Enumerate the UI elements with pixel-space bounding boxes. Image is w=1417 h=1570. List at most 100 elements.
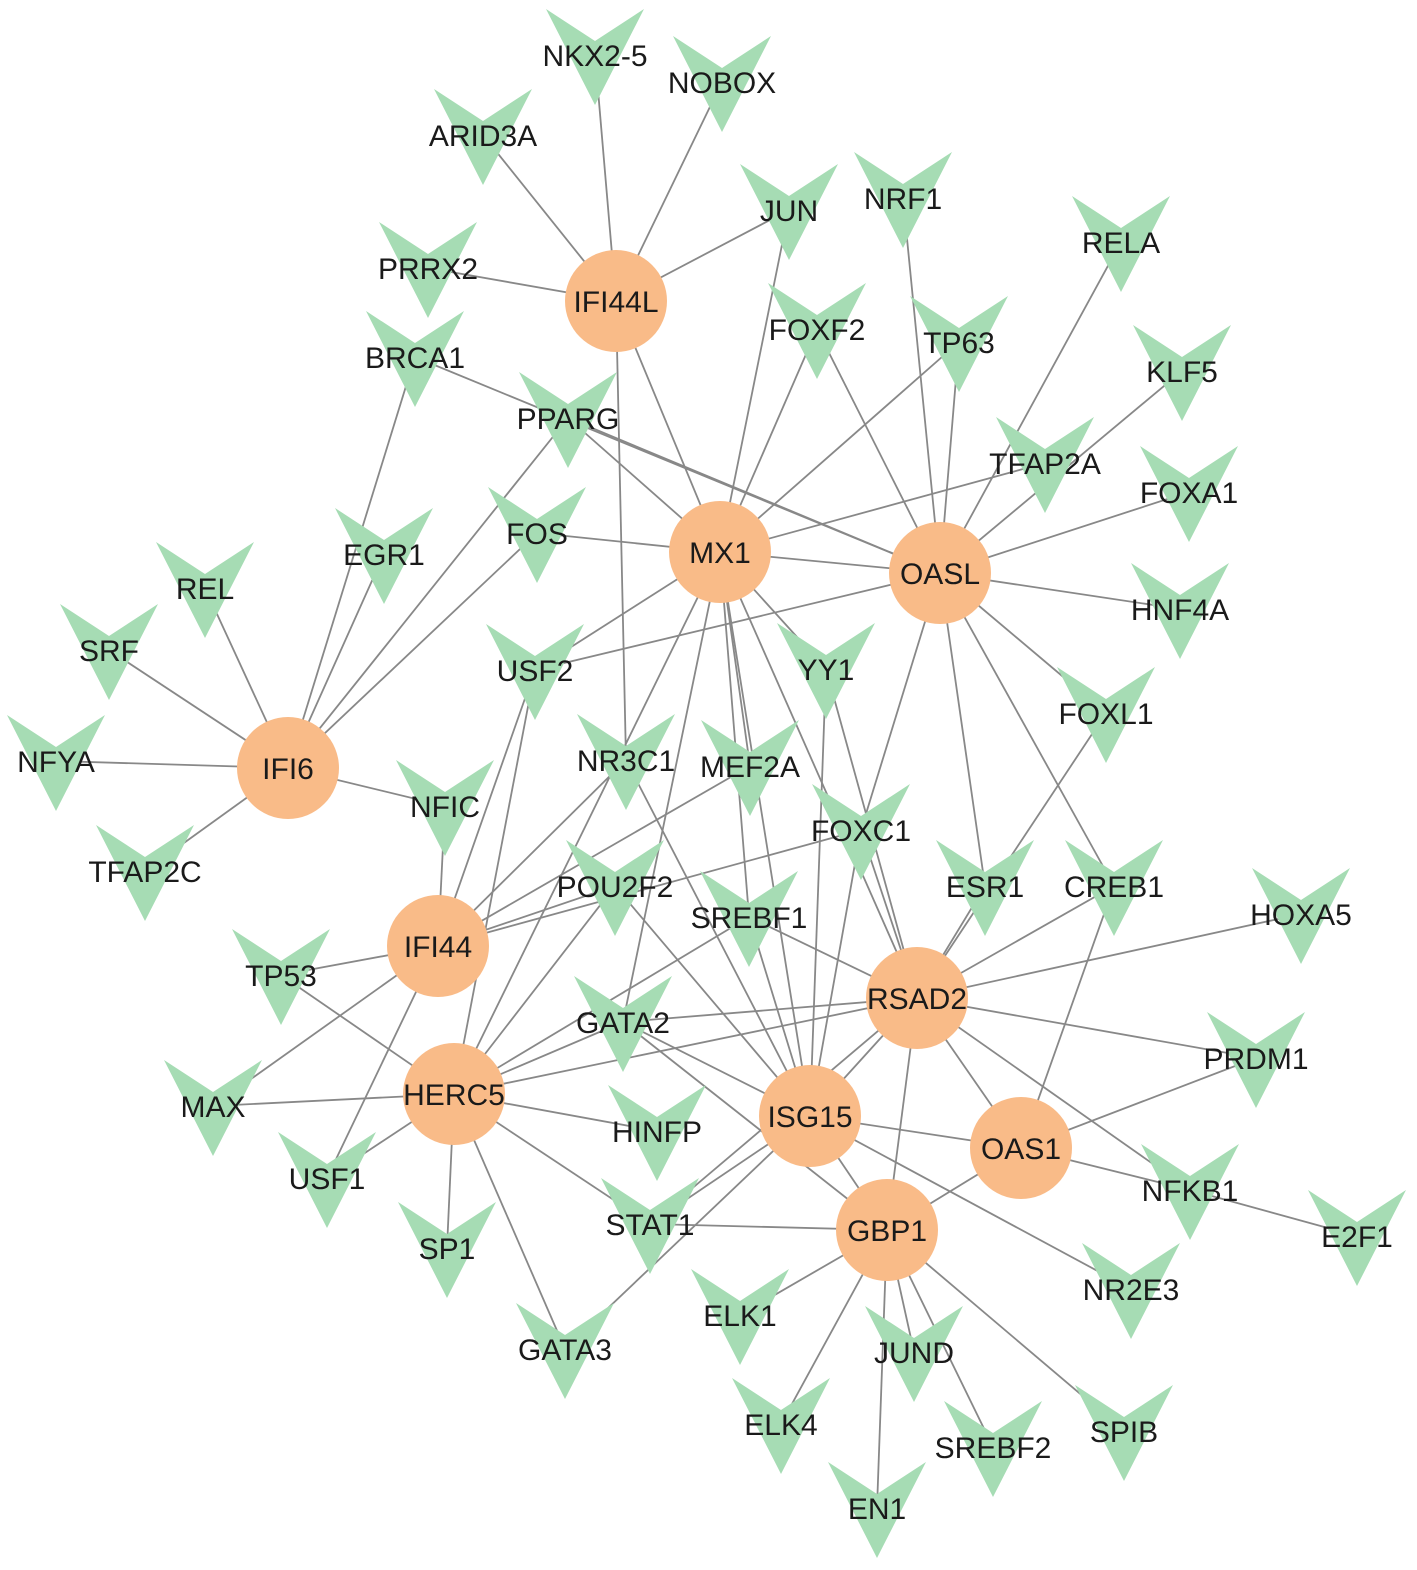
hub-circle-icon <box>237 717 339 819</box>
tf-arrowhead-icon <box>1141 1144 1239 1240</box>
node-label-nfya: NFYA <box>17 746 95 779</box>
tf-node-gata2[interactable]: GATA2 <box>574 976 672 1072</box>
tf-node-prrx2[interactable]: PRRX2 <box>378 222 478 318</box>
hub-node-ifi44[interactable]: IFI44 <box>387 895 489 997</box>
edge-mx1-jun <box>719 209 790 553</box>
tf-node-nfic[interactable]: NFIC <box>396 760 494 856</box>
node-label-nrf1: NRF1 <box>864 183 942 216</box>
tf-node-esr1[interactable]: ESR1 <box>936 840 1034 936</box>
tf-node-prdm1[interactable]: PRDM1 <box>1203 1012 1309 1108</box>
hub-node-gbp1[interactable]: GBP1 <box>836 1179 938 1281</box>
tf-arrowhead-icon <box>7 715 105 811</box>
hub-node-isg15[interactable]: ISG15 <box>759 1065 861 1167</box>
tf-node-tp53[interactable]: TP53 <box>232 929 330 1025</box>
tf-node-creb1[interactable]: CREB1 <box>1064 840 1164 936</box>
tf-node-hoxa5[interactable]: HOXA5 <box>1250 868 1352 964</box>
node-label-gata3: GATA3 <box>518 1334 612 1367</box>
tf-node-foxa1[interactable]: FOXA1 <box>1140 446 1238 542</box>
hub-circle-icon <box>387 895 489 997</box>
tf-node-tfap2c[interactable]: TFAP2C <box>88 825 202 921</box>
tf-node-hinfp[interactable]: HINFP <box>608 1085 706 1181</box>
tf-node-hnf4a[interactable]: HNF4A <box>1131 563 1229 659</box>
tf-arrowhead-icon <box>740 164 838 260</box>
hub-node-ifi6[interactable]: IFI6 <box>237 717 339 819</box>
tf-node-rela[interactable]: RELA <box>1072 196 1170 292</box>
tf-node-srf[interactable]: SRF <box>60 604 158 700</box>
node-label-rsad2: RSAD2 <box>867 983 967 1016</box>
edge-oasl-brca1 <box>414 356 941 574</box>
tf-node-spib[interactable]: SPIB <box>1075 1385 1173 1481</box>
tf-node-klf5[interactable]: KLF5 <box>1133 325 1231 421</box>
tf-node-srebf2[interactable]: SREBF2 <box>935 1401 1052 1497</box>
tf-node-elk1[interactable]: ELK1 <box>691 1269 789 1365</box>
tf-node-arid3a[interactable]: ARID3A <box>429 89 537 185</box>
node-label-oasl: OASL <box>900 558 980 591</box>
tf-node-sp1[interactable]: SP1 <box>398 1202 496 1298</box>
node-label-jun: JUN <box>760 195 818 228</box>
tf-node-nfkb1[interactable]: NFKB1 <box>1141 1144 1239 1240</box>
tf-node-rel[interactable]: REL <box>156 542 254 638</box>
tf-node-pou2f2[interactable]: POU2F2 <box>557 840 674 936</box>
tf-node-e2f1[interactable]: E2F1 <box>1308 1190 1406 1286</box>
tf-node-pparg[interactable]: PPARG <box>517 372 620 468</box>
node-label-foxf2: FOXF2 <box>769 314 866 347</box>
tf-node-foxl1[interactable]: FOXL1 <box>1057 667 1155 763</box>
hub-node-rsad2[interactable]: RSAD2 <box>866 947 968 1049</box>
node-label-hnf4a: HNF4A <box>1131 594 1229 627</box>
tf-node-srebf1[interactable]: SREBF1 <box>691 871 808 967</box>
tf-node-nr2e3[interactable]: NR2E3 <box>1082 1243 1180 1339</box>
tf-node-fos[interactable]: FOS <box>488 487 586 583</box>
tf-node-nr3c1[interactable]: NR3C1 <box>577 714 675 810</box>
tf-node-max[interactable]: MAX <box>164 1060 262 1156</box>
tf-node-usf2[interactable]: USF2 <box>486 624 584 720</box>
node-label-esr1: ESR1 <box>946 871 1024 904</box>
tf-node-nkx2-5[interactable]: NKX2-5 <box>542 9 648 105</box>
node-label-nobox: NOBOX <box>668 67 776 100</box>
tf-node-brca1[interactable]: BRCA1 <box>365 311 465 407</box>
node-label-srebf2: SREBF2 <box>935 1432 1052 1465</box>
tf-arrowhead-icon <box>1082 1243 1180 1339</box>
node-label-fos: FOS <box>506 518 568 551</box>
tf-arrowhead-icon <box>1207 1012 1305 1108</box>
tf-node-en1[interactable]: EN1 <box>828 1462 926 1558</box>
tf-node-tp63[interactable]: TP63 <box>910 296 1008 392</box>
tf-arrowhead-icon <box>60 604 158 700</box>
hub-node-herc5[interactable]: HERC5 <box>403 1043 505 1145</box>
tf-node-elk4[interactable]: ELK4 <box>732 1378 830 1474</box>
tf-node-foxc1[interactable]: FOXC1 <box>811 784 911 880</box>
node-label-prrx2: PRRX2 <box>378 253 478 286</box>
edge-isg15-nr3c1 <box>625 759 811 1117</box>
tf-node-nfya[interactable]: NFYA <box>7 715 105 811</box>
tf-node-tfap2a[interactable]: TFAP2A <box>989 417 1101 513</box>
tf-node-egr1[interactable]: EGR1 <box>335 508 433 604</box>
edge-ifi6-fos <box>287 532 538 769</box>
tf-node-yy1[interactable]: YY1 <box>777 623 875 719</box>
node-label-usf1: USF1 <box>289 1163 366 1196</box>
tf-arrowhead-icon <box>996 417 1094 513</box>
tf-arrowhead-icon <box>1057 667 1155 763</box>
tf-node-foxf2[interactable]: FOXF2 <box>768 283 866 379</box>
hub-node-oasl[interactable]: OASL <box>889 522 991 624</box>
node-label-klf5: KLF5 <box>1146 356 1218 389</box>
tf-node-jund[interactable]: JUND <box>865 1306 963 1402</box>
tf-node-stat1[interactable]: STAT1 <box>601 1178 699 1274</box>
edge-oasl-creb1 <box>939 572 1115 887</box>
node-label-ifi6: IFI6 <box>262 753 314 786</box>
tf-node-mef2a[interactable]: MEF2A <box>700 720 800 816</box>
edge-isg15-nr2e3 <box>809 1115 1132 1290</box>
tf-arrowhead-icon <box>673 36 771 132</box>
hub-node-oas1[interactable]: OAS1 <box>970 1097 1072 1199</box>
tf-node-usf1[interactable]: USF1 <box>278 1132 376 1228</box>
node-label-gata2: GATA2 <box>576 1007 670 1040</box>
tf-node-jun[interactable]: JUN <box>740 164 838 260</box>
tf-node-nrf1[interactable]: NRF1 <box>854 152 952 248</box>
hub-node-ifi44l[interactable]: IFI44L <box>565 250 667 352</box>
node-label-herc5: HERC5 <box>403 1079 505 1112</box>
edge-rsad2-nfkb1 <box>916 997 1191 1191</box>
hub-node-mx1[interactable]: MX1 <box>669 501 771 603</box>
tf-node-gata3[interactable]: GATA3 <box>516 1303 614 1399</box>
tf-node-nobox[interactable]: NOBOX <box>668 36 776 132</box>
edge-ifi6-pparg <box>287 417 569 769</box>
